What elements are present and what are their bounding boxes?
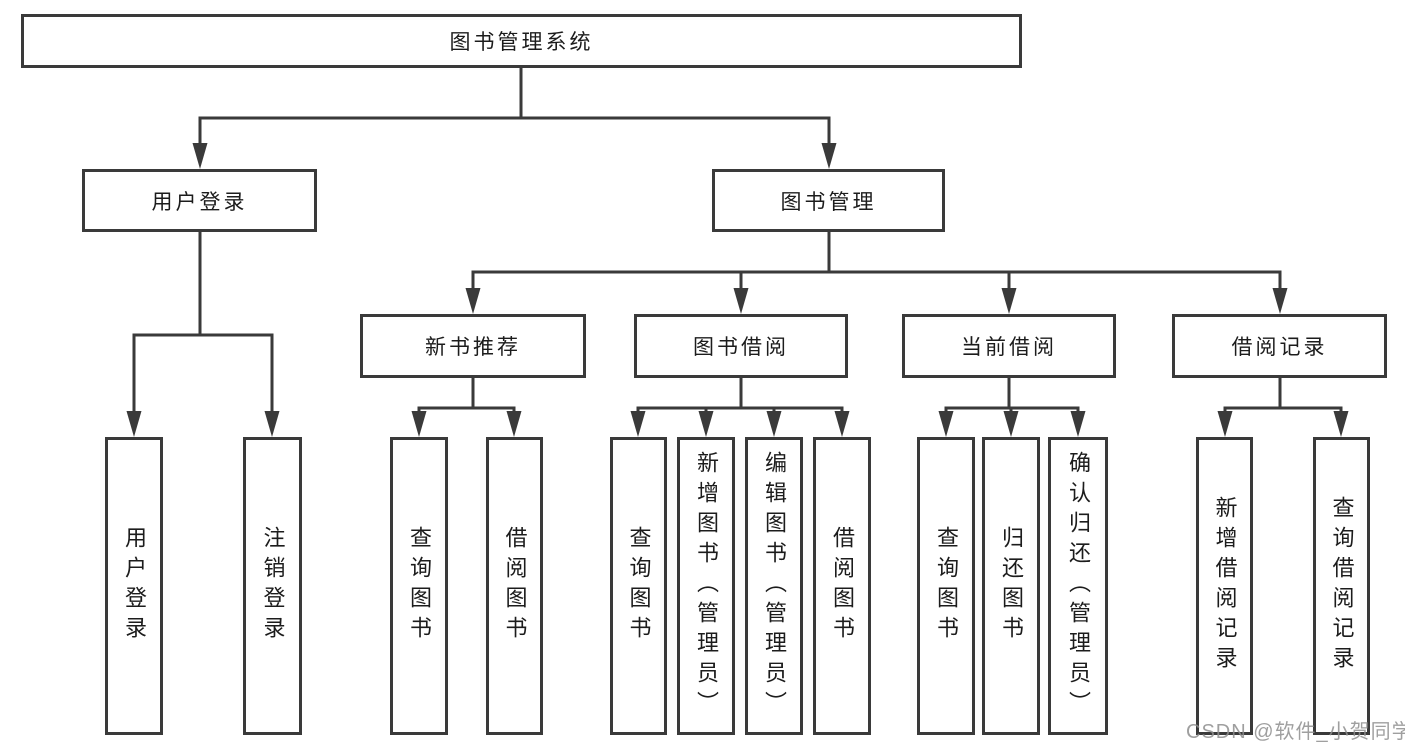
node-book-borrow: 图书借阅: [634, 314, 848, 378]
arrow-down-icon: [630, 411, 646, 437]
leaf-borrow-books-2-label: 借阅图书: [830, 526, 855, 646]
arrow-down-icon: [821, 143, 837, 169]
connector-borrow-records: [1217, 378, 1349, 437]
leaf-return-books: 归还图书: [982, 437, 1040, 735]
leaf-user-login: 用户登录: [105, 437, 163, 735]
leaf-query-books-2: 查询图书: [610, 437, 667, 735]
leaf-edit-books-admin-label: 编辑图书（管理员）: [762, 451, 787, 721]
arrow-down-icon: [733, 288, 749, 314]
csdn-watermark: CSDN @软件_小贺同学: [1186, 721, 1405, 743]
arrow-down-icon: [1003, 411, 1019, 437]
leaf-query-books-3: 查询图书: [917, 437, 975, 735]
leaf-query-books-1-label: 查询图书: [407, 526, 432, 646]
arrow-down-icon: [465, 288, 481, 314]
arrow-down-icon: [411, 411, 427, 437]
arrow-down-icon: [126, 411, 142, 437]
leaf-add-borrow-record-label: 新增借阅记录: [1212, 496, 1238, 676]
leaf-borrow-books-2: 借阅图书: [813, 437, 871, 735]
connector-root: [192, 68, 837, 169]
leaf-add-borrow-record: 新增借阅记录: [1196, 437, 1253, 735]
arrow-down-icon: [264, 411, 280, 437]
leaf-query-books-1: 查询图书: [390, 437, 448, 735]
arrow-down-icon: [766, 411, 782, 437]
node-borrow-records: 借阅记录: [1172, 314, 1387, 378]
arrow-down-icon: [698, 411, 714, 437]
node-new-book-recommend: 新书推荐: [360, 314, 586, 378]
connector-new-book: [411, 378, 522, 437]
leaf-borrow-books-1: 借阅图书: [486, 437, 543, 735]
arrow-down-icon: [1217, 411, 1233, 437]
leaf-logout: 注销登录: [243, 437, 302, 735]
arrow-down-icon: [192, 143, 208, 169]
node-current-borrow-label: 当前借阅: [961, 336, 1057, 359]
leaf-query-borrow-record: 查询借阅记录: [1313, 437, 1370, 735]
node-book-management-label: 图书管理: [780, 190, 877, 214]
leaf-query-books-3-label: 查询图书: [934, 526, 959, 646]
connector-book-management: [465, 232, 1288, 314]
arrow-down-icon: [1272, 288, 1288, 314]
node-current-borrow: 当前借阅: [902, 314, 1116, 378]
node-book-management: 图书管理: [712, 169, 945, 232]
node-borrow-records-label: 借阅记录: [1231, 336, 1328, 359]
leaf-logout-label: 注销登录: [260, 526, 286, 646]
leaf-query-books-2-label: 查询图书: [626, 526, 652, 646]
arrow-down-icon: [506, 411, 522, 437]
node-user-login-label: 用户登录: [151, 190, 248, 214]
leaf-user-login-label: 用户登录: [122, 526, 147, 646]
node-user-login: 用户登录: [82, 169, 317, 232]
node-book-borrow-label: 图书借阅: [693, 336, 789, 359]
connector-current-borrow: [938, 378, 1086, 437]
node-library-management-system-label: 图书管理系统: [449, 31, 594, 54]
connector-book-borrow: [630, 378, 850, 437]
leaf-return-books-label: 归还图书: [999, 526, 1024, 646]
leaf-confirm-return-admin-label: 确认归还（管理员）: [1066, 451, 1091, 721]
arrow-down-icon: [1070, 411, 1086, 437]
node-new-book-recommend-label: 新书推荐: [425, 336, 521, 359]
arrow-down-icon: [1333, 411, 1349, 437]
leaf-confirm-return-admin: 确认归还（管理员）: [1048, 437, 1108, 735]
arrow-down-icon: [834, 411, 850, 437]
arrow-down-icon: [938, 411, 954, 437]
leaf-query-borrow-record-label: 查询借阅记录: [1329, 496, 1355, 676]
leaf-add-books-admin-label: 新增图书（管理员）: [694, 451, 719, 721]
leaf-edit-books-admin: 编辑图书（管理员）: [745, 437, 803, 735]
leaf-add-books-admin: 新增图书（管理员）: [677, 437, 735, 735]
leaf-borrow-books-1-label: 借阅图书: [502, 526, 528, 646]
connector-user-login: [126, 232, 280, 437]
arrow-down-icon: [1001, 288, 1017, 314]
node-library-management-system: 图书管理系统: [21, 14, 1022, 68]
